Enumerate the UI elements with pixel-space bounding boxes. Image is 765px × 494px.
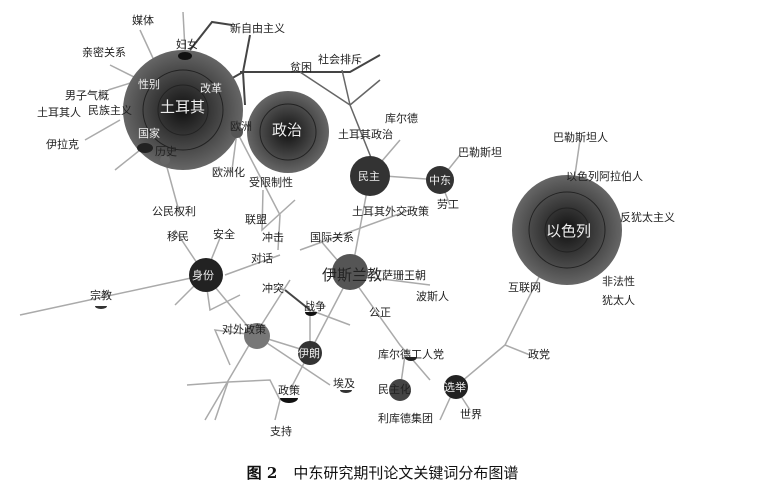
node-history[interactable] (160, 155, 170, 165)
figure-caption: 图 2 中东研究期刊论文关键词分布图谱 (0, 462, 765, 483)
label-egypt: 埃及 (333, 376, 355, 390)
caption-text: 中东研究期刊论文关键词分布图谱 (293, 464, 519, 482)
label: 新自由主义 (230, 21, 285, 35)
label: 国际关系 (310, 230, 354, 244)
keyword-network: 土耳其 政治 以色列 民主 中东 身份 伊斯兰教 对外政策 伊朗 选举 民主化 … (19, 11, 675, 438)
label: 公正 (369, 306, 391, 319)
label-islam: 伊斯兰教 (322, 266, 382, 284)
label-kurdish-workers-party: 库尔德工人党 (378, 347, 444, 361)
label: 非法性 (602, 274, 635, 288)
label: 巴勒斯坦人 (553, 130, 608, 144)
label: 土耳其人 (37, 106, 81, 119)
label: 公民权利 (152, 205, 196, 218)
label: 劳工 (437, 198, 459, 211)
label-war: 战争 (304, 299, 326, 313)
node-foreign-policy[interactable] (244, 323, 270, 349)
label: 受限制性 (249, 175, 293, 189)
label: 犹太人 (602, 294, 635, 307)
node-politics[interactable] (247, 91, 329, 173)
label: 反犹太主义 (620, 211, 675, 224)
label: 支持 (270, 424, 292, 438)
label: 移民 (167, 230, 189, 243)
label-democracy: 民主 (358, 170, 380, 183)
label: 波斯人 (416, 290, 449, 303)
label: 伊拉克 (46, 137, 79, 151)
label-gender: 性别 (138, 77, 160, 91)
label-democratization: 民主化 (378, 382, 411, 396)
edges (19, 11, 581, 421)
label: 民族主义 (88, 103, 132, 117)
label: 利库德集团 (378, 411, 433, 425)
nodes (95, 50, 622, 403)
node-iran[interactable] (298, 341, 322, 365)
label: 对话 (251, 251, 273, 265)
label: 社会排斥 (318, 52, 362, 66)
label-history: 历史 (155, 145, 177, 158)
label-policy: 政策 (278, 383, 300, 397)
label: 贫困 (290, 60, 312, 74)
label: 库尔德 (385, 111, 418, 125)
node-election[interactable] (444, 375, 468, 399)
label-europe: 欧洲 (230, 120, 252, 133)
label: 妇女 (176, 37, 198, 51)
node-middle-east[interactable] (426, 166, 454, 194)
keyword-labels: 媒体 妇女 新自由主义 亲密关系 男子气概 土耳其人 民族主义 伊拉克 贫困 社… (37, 13, 675, 438)
label-reform: 改革 (200, 81, 222, 95)
label: 土耳其外交政策 (352, 204, 429, 218)
label-identity: 身份 (192, 268, 214, 282)
node-islam[interactable] (332, 254, 368, 290)
label: 萨珊王朝 (382, 269, 426, 282)
node-identity[interactable] (189, 258, 223, 292)
label: 以色列阿拉伯人 (566, 169, 643, 183)
label: 政党 (528, 347, 550, 361)
label: 亲密关系 (82, 45, 126, 59)
label: 冲突 (262, 281, 284, 295)
label-religion: 宗教 (90, 288, 112, 302)
label-foreign-policy: 对外政策 (222, 322, 266, 336)
caption-number: 图 2 (246, 464, 278, 482)
label: 巴勒斯坦 (458, 145, 502, 159)
label-election: 选举 (444, 380, 466, 394)
node-europe[interactable] (231, 126, 243, 138)
label: 欧洲化 (212, 165, 245, 179)
label: 联盟 (245, 213, 267, 226)
label-turkey: 土耳其 (160, 98, 205, 116)
node-democracy[interactable] (350, 156, 390, 196)
node-turkey[interactable] (123, 50, 243, 170)
label: 安全 (213, 227, 235, 241)
label: 男子气概 (65, 88, 109, 102)
node-labels: 土耳其 政治 以色列 民主 中东 身份 伊斯兰教 对外政策 伊朗 选举 民主化 … (90, 77, 591, 397)
label: 土耳其政治 (338, 127, 393, 141)
label-politics: 政治 (272, 121, 302, 139)
label-middle-east: 中东 (429, 174, 451, 187)
label-israel: 以色列 (546, 222, 591, 240)
label: 互联网 (508, 281, 541, 294)
node-democratization[interactable] (389, 379, 411, 401)
label: 世界 (460, 408, 482, 421)
label: 冲击 (262, 230, 284, 244)
label-state: 国家 (138, 126, 160, 140)
label-iran: 伊朗 (298, 347, 320, 360)
node-israel[interactable] (512, 175, 622, 285)
label: 媒体 (132, 13, 154, 27)
